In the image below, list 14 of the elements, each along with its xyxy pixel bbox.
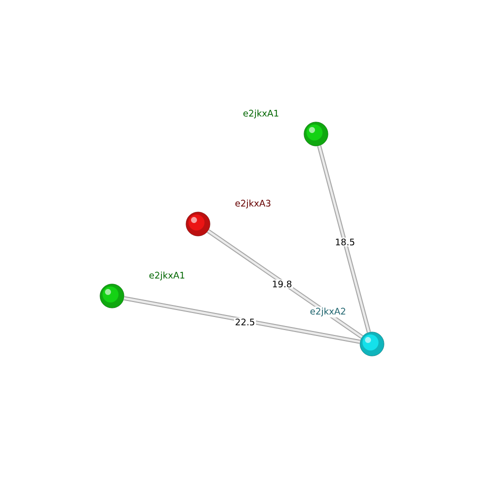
node-label: e2jkxA2	[308, 306, 348, 318]
sphere	[304, 122, 328, 146]
node-label: e2jkxA1	[242, 108, 280, 120]
edge-label: 19.8	[270, 280, 294, 288]
connector-line	[124, 296, 360, 344]
connector-line	[206, 229, 364, 339]
sphere	[186, 212, 210, 236]
edge-label: 18.5	[334, 238, 356, 246]
connector-line	[317, 145, 371, 333]
sphere	[100, 284, 124, 308]
node-label: e2jkxA3	[234, 198, 272, 210]
node-label: e2jkxA1	[148, 270, 186, 282]
sphere	[360, 332, 384, 356]
edge-label: 22.5	[234, 318, 256, 326]
